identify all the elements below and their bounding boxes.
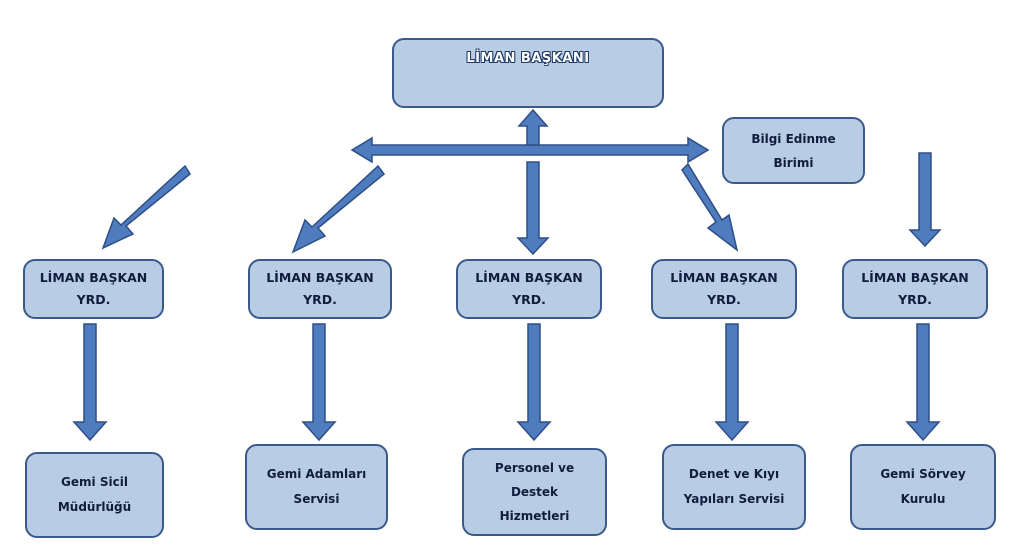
arrow-down-right <box>908 152 942 248</box>
unit-5-line2: Kurulu <box>900 492 946 506</box>
arrow-diagonal-4 <box>681 162 739 252</box>
arrow-down-center <box>516 161 550 256</box>
unit-1-line2: Müdürlüğü <box>57 500 132 514</box>
arrow-down-4 <box>714 323 750 442</box>
arrow-down-2 <box>301 323 337 442</box>
deputy-1-line2: YRD. <box>76 292 111 307</box>
unit-1-line1: Gemi Sicil <box>61 475 128 489</box>
deputy-3-line2: YRD. <box>512 292 546 307</box>
arrow-down-5 <box>905 323 941 442</box>
unit-5-line1: Gemi Sörvey <box>880 467 966 481</box>
deputy-box-2: LİMAN BAŞKAN YRD. <box>248 259 392 319</box>
deputy-box-4: LİMAN BAŞKAN YRD. <box>651 259 797 319</box>
unit-4-line2: Yapıları Servisi <box>683 492 785 506</box>
unit-3-line2: Destek <box>510 485 559 499</box>
unit-3-line1: Personel ve <box>494 461 575 475</box>
arrow-up-to-top <box>517 108 549 146</box>
info-unit-line1: Bilgi Edinme <box>751 131 836 146</box>
unit-2-line2: Servisi <box>293 492 340 506</box>
arrow-down-3 <box>516 323 552 442</box>
unit-4-line1: Denet ve Kıyı <box>688 467 780 481</box>
horizontal-double-arrow <box>350 136 710 164</box>
deputy-box-5: LİMAN BAŞKAN YRD. <box>842 259 988 319</box>
info-unit-line2: Birimi <box>773 155 814 170</box>
deputy-2-line1: LİMAN BAŞKAN <box>266 270 374 285</box>
deputy-4-line2: YRD. <box>707 292 741 307</box>
top-box-title: LİMAN BAŞKANI <box>466 51 590 66</box>
deputy-2-line2: YRD. <box>303 292 337 307</box>
deputy-5-line2: YRD. <box>898 292 932 307</box>
deputy-1-line1: LİMAN BAŞKAN <box>39 270 148 285</box>
unit-3-line3: Hizmetleri <box>499 509 570 523</box>
arrow-down-1 <box>72 323 108 442</box>
deputy-box-3: LİMAN BAŞKAN YRD. <box>456 259 602 319</box>
top-box-liman-baskani: LİMAN BAŞKANI <box>392 38 664 108</box>
unit-2-line1: Gemi Adamları <box>266 467 367 481</box>
deputy-5-line1: LİMAN BAŞKAN <box>861 270 969 285</box>
arrow-diagonal-2 <box>291 164 386 254</box>
deputy-box-1: LİMAN BAŞKAN YRD. <box>23 259 164 319</box>
info-unit-box: Bilgi Edinme Birimi <box>722 117 865 184</box>
deputy-3-line1: LİMAN BAŞKAN <box>475 270 583 285</box>
arrow-diagonal-1 <box>101 164 191 250</box>
deputy-4-line1: LİMAN BAŞKAN <box>670 270 778 285</box>
